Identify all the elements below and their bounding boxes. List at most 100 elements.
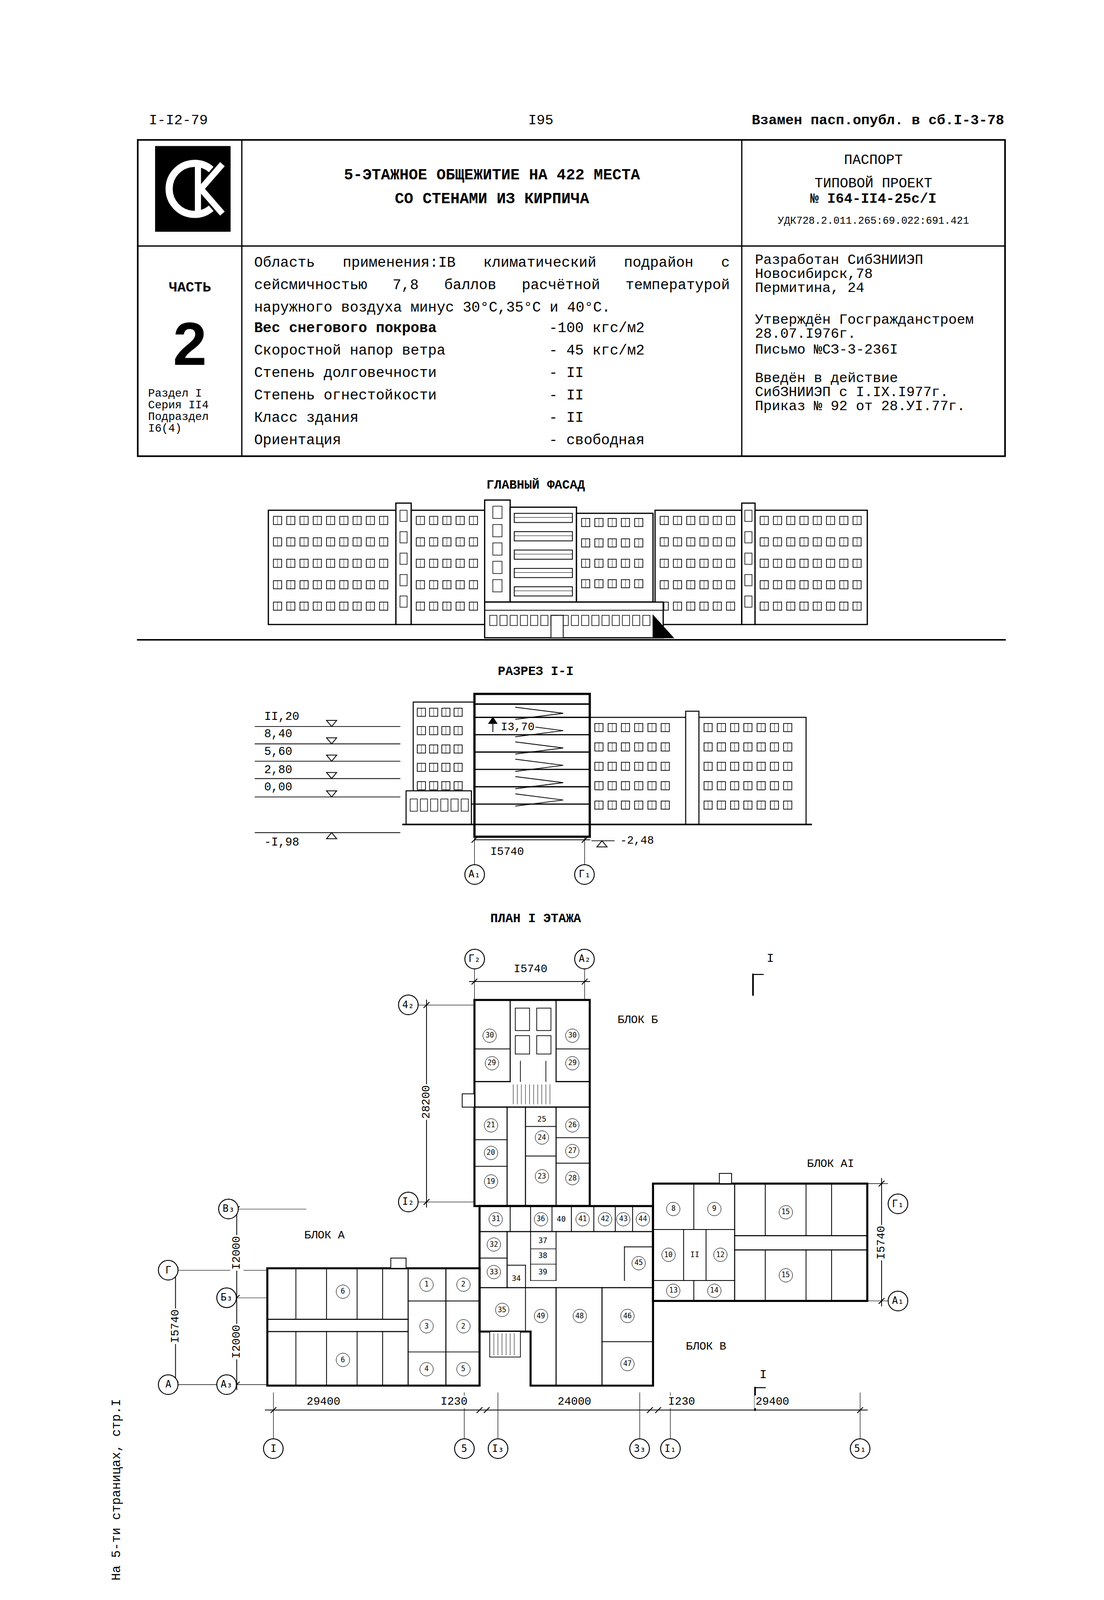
text-label: 5,60 (263, 745, 294, 759)
window (621, 801, 630, 810)
window-mullion (598, 762, 599, 771)
dimension-tick (477, 1407, 483, 1413)
wall-line (479, 1287, 653, 1289)
window-mullion (445, 708, 447, 717)
window-mullion (817, 537, 818, 546)
window-mullion (803, 580, 805, 589)
window-mullion (707, 801, 709, 810)
window (622, 615, 630, 626)
building-elevation (413, 702, 475, 805)
wall-line (555, 1048, 590, 1050)
room-number: 43 (616, 1212, 631, 1227)
window (594, 762, 603, 771)
window-mullion (330, 537, 331, 546)
window (634, 538, 643, 547)
balcony-rail (514, 535, 573, 536)
window-mullion (817, 559, 818, 568)
window (399, 574, 407, 586)
room-number: 29 (484, 1056, 499, 1071)
window (661, 781, 670, 790)
window (417, 726, 426, 735)
window (313, 516, 321, 525)
room-number: 8 (666, 1202, 681, 1217)
wall-line (479, 1257, 507, 1259)
window (648, 762, 656, 771)
room-number: 24 (534, 1130, 549, 1145)
window-mullion (433, 781, 435, 790)
window-mullion (677, 516, 678, 525)
window (760, 516, 769, 525)
wall-line (474, 1166, 508, 1168)
window-mullion (663, 537, 665, 546)
level-mark (326, 754, 337, 762)
axis-marker: В₃ (218, 1198, 239, 1220)
window (469, 559, 478, 568)
window-mullion (446, 516, 448, 525)
room-number: 27 (565, 1144, 580, 1159)
building-facade (754, 510, 868, 625)
window (326, 516, 335, 525)
wall-line (530, 1206, 532, 1233)
block-outline (653, 1183, 868, 1302)
room-number: 19 (484, 1174, 499, 1189)
wall-line (734, 1235, 868, 1237)
window (726, 602, 735, 611)
window-mullion (473, 559, 474, 568)
dimension-line (265, 1410, 868, 1411)
window-mullion (433, 516, 435, 525)
window (299, 537, 308, 546)
window-mullion (383, 559, 385, 568)
window (416, 516, 425, 525)
axis-marker: I₁ (660, 1438, 681, 1460)
stair-tower (685, 711, 699, 825)
window (673, 602, 682, 611)
room-number: 5 (456, 1362, 471, 1377)
window (416, 537, 425, 546)
text-label: I-I2-79 (148, 112, 209, 129)
balcony (514, 531, 573, 542)
window (410, 798, 418, 812)
window (634, 762, 643, 771)
window (339, 559, 348, 568)
window-mullion (830, 537, 831, 546)
window (744, 553, 752, 565)
level-mark (326, 790, 337, 798)
dimension-tick (582, 979, 588, 985)
window-mullion (457, 726, 459, 735)
window (608, 781, 617, 790)
wall-line (693, 1280, 695, 1302)
room-number: 2 (456, 1319, 471, 1334)
window (492, 542, 503, 556)
window-mullion (856, 559, 858, 568)
window (417, 763, 426, 772)
window-mullion (330, 580, 331, 589)
window (273, 602, 282, 611)
window-mullion (651, 781, 653, 790)
axis-marker: А₂ (574, 948, 595, 970)
stair-flight (515, 759, 564, 772)
window (594, 723, 603, 732)
window (786, 559, 795, 568)
window (853, 559, 862, 568)
room-number: 40 (556, 1215, 567, 1224)
cell-text: Степень огнестойкости (254, 384, 437, 407)
balcony (514, 586, 573, 597)
window-mullion (356, 559, 358, 568)
window (621, 723, 630, 732)
text-label: БЛОК В (684, 1340, 727, 1354)
window-mullion (830, 580, 831, 589)
wall-line (614, 1206, 616, 1233)
window (379, 516, 388, 525)
window-mullion (663, 559, 665, 568)
window-mullion (638, 742, 640, 751)
window-mullion (420, 708, 422, 717)
axis-marker: 5₁ (849, 1438, 871, 1460)
window (786, 537, 795, 546)
window (704, 742, 713, 751)
wall-line (525, 1107, 527, 1207)
window (594, 781, 603, 790)
room-number: 32 (486, 1237, 501, 1252)
cell-text: - II (548, 384, 584, 407)
wall-line (407, 1268, 409, 1386)
window (634, 723, 643, 732)
